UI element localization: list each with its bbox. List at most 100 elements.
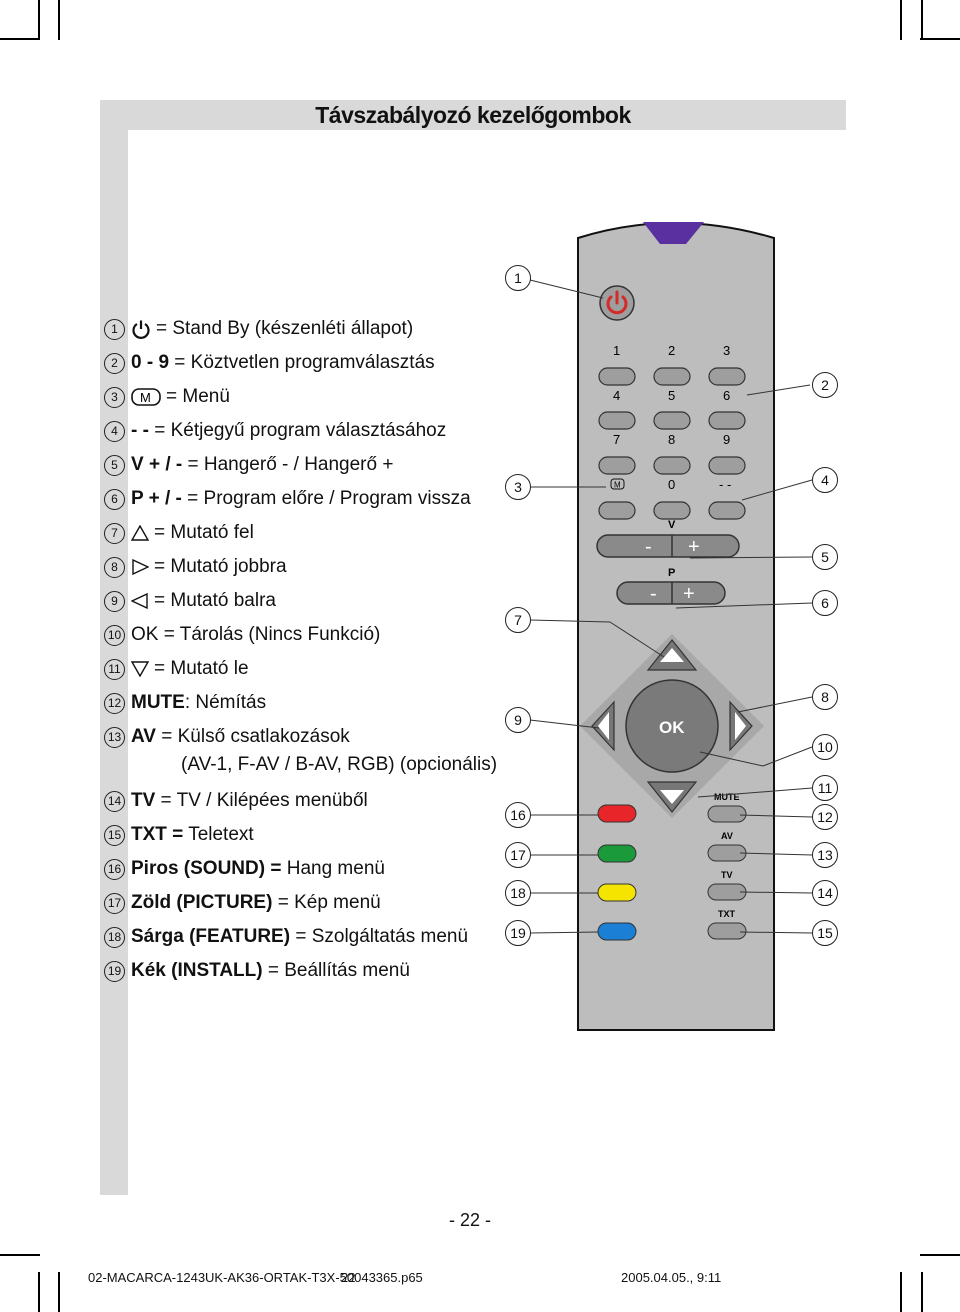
txt-button xyxy=(707,922,747,940)
program-minus: - xyxy=(650,583,657,605)
crop-mark xyxy=(921,1272,923,1312)
callout-number: 10 xyxy=(812,734,838,760)
legend-number: 13 xyxy=(104,726,125,748)
callout-number: 15 xyxy=(812,920,838,946)
power-icon xyxy=(131,319,151,339)
legend-description: = Kétjegyű program választásához xyxy=(148,420,447,441)
volume-minus: - xyxy=(645,536,652,558)
legend-description: = Program előre / Program vissza xyxy=(181,488,471,509)
digit-9-button[interactable] xyxy=(708,456,746,475)
digit-1-button[interactable] xyxy=(598,367,636,386)
digit-0-label: 0 xyxy=(668,477,675,492)
remote-body xyxy=(577,222,775,1031)
callout-number: 3 xyxy=(505,474,531,500)
digit-6-label: 6 xyxy=(723,388,730,403)
legend-description: = Köztvetlen programválasztás xyxy=(169,352,435,373)
legend-number: 19 xyxy=(104,960,125,982)
digit-1-label: 1 xyxy=(613,343,620,358)
two-digit-button[interactable] xyxy=(708,501,746,520)
volume-rocker[interactable] xyxy=(596,534,740,558)
legend-key: V + / - xyxy=(131,454,183,475)
legend-description: = TV / Kilépées menüből xyxy=(155,790,368,811)
crop-mark xyxy=(58,0,60,40)
digit-2-button[interactable] xyxy=(653,367,691,386)
legend-description: = Kép menü xyxy=(272,892,381,913)
legend-key: AV xyxy=(131,726,156,747)
footer-timestamp: 2005.04.05., 9:11 xyxy=(621,1270,722,1285)
callout-number: 5 xyxy=(812,544,838,570)
legend-item: 4 - - = Kétjegyű program választásához xyxy=(104,418,446,444)
legend-number: 12 xyxy=(104,692,125,714)
av-continuation-text: (AV-1, F-AV / B-AV, RGB) (opcionális) xyxy=(181,754,498,775)
menu-m-icon: M xyxy=(131,387,161,407)
legend-item: 8= Mutató jobbra xyxy=(104,554,287,580)
legend-number: 16 xyxy=(104,858,125,880)
legend-number: 11 xyxy=(104,658,125,680)
digit-3-button[interactable] xyxy=(708,367,746,386)
legend-number: 15 xyxy=(104,824,125,846)
digit-4-label: 4 xyxy=(613,388,620,403)
legend-number: 9 xyxy=(104,590,125,612)
av-label: AV xyxy=(721,831,733,841)
digit-7-button[interactable] xyxy=(598,456,636,475)
tv-label: TV xyxy=(721,870,733,880)
legend-number: 8 xyxy=(104,556,125,578)
yellow-button xyxy=(597,883,637,902)
legend-item: 7= Mutató fel xyxy=(104,520,254,546)
ok-label: OK xyxy=(659,718,685,737)
digit-7-label: 7 xyxy=(613,432,620,447)
legend-description: = Hangerő - / Hangerő + xyxy=(182,454,394,475)
callout-number: 9 xyxy=(505,707,531,733)
digit-9-label: 9 xyxy=(723,432,730,447)
crop-mark xyxy=(0,38,40,40)
digit-6-button[interactable] xyxy=(708,411,746,430)
legend-item: 1= Stand By (készenléti állapot) xyxy=(104,316,413,342)
legend-number: 4 xyxy=(104,420,125,442)
callout-number: 7 xyxy=(505,607,531,633)
two-digit-label: - - xyxy=(719,477,731,492)
legend-description: = Mutató balra xyxy=(154,590,276,611)
menu-m-icon xyxy=(610,478,625,490)
crop-mark xyxy=(900,1272,902,1312)
legend-key: Sárga (FEATURE) xyxy=(131,926,291,947)
digit-5-label: 5 xyxy=(668,388,675,403)
crop-mark xyxy=(38,1272,40,1312)
digit-2-label: 2 xyxy=(668,343,675,358)
legend-key: Piros (SOUND) = xyxy=(131,858,282,879)
menu-button[interactable] xyxy=(598,501,636,520)
crop-mark xyxy=(900,0,902,40)
triangle-left-icon xyxy=(131,593,149,609)
legend-item: 9 = Mutató balra xyxy=(104,588,276,614)
crop-mark xyxy=(38,0,40,40)
callout-number: 17 xyxy=(505,842,531,868)
ok-button xyxy=(625,679,719,773)
mute-label: MUTE xyxy=(714,792,740,802)
digit-8-button[interactable] xyxy=(653,456,691,475)
crop-mark xyxy=(921,0,923,40)
legend-number: 7 xyxy=(104,522,125,544)
callout-number: 14 xyxy=(812,880,838,906)
legend-key: - - xyxy=(131,420,149,441)
crop-mark xyxy=(58,1272,60,1312)
callout-number: 11 xyxy=(812,775,838,801)
digit-0-button[interactable] xyxy=(653,501,691,520)
program-rocker[interactable] xyxy=(616,581,726,605)
legend-number: 1 xyxy=(104,318,125,340)
legend-description: = Beállítás menü xyxy=(262,960,410,981)
legend-number: 10 xyxy=(104,624,125,646)
digit-5-button[interactable] xyxy=(653,411,691,430)
legend-description: Teletext xyxy=(183,824,254,845)
legend-description: = Külső csatlakozások xyxy=(155,726,350,747)
digit-4-button[interactable] xyxy=(598,411,636,430)
callout-number: 18 xyxy=(505,880,531,906)
triangle-right-icon xyxy=(131,559,149,575)
legend-description: = Mutató le xyxy=(154,658,249,679)
